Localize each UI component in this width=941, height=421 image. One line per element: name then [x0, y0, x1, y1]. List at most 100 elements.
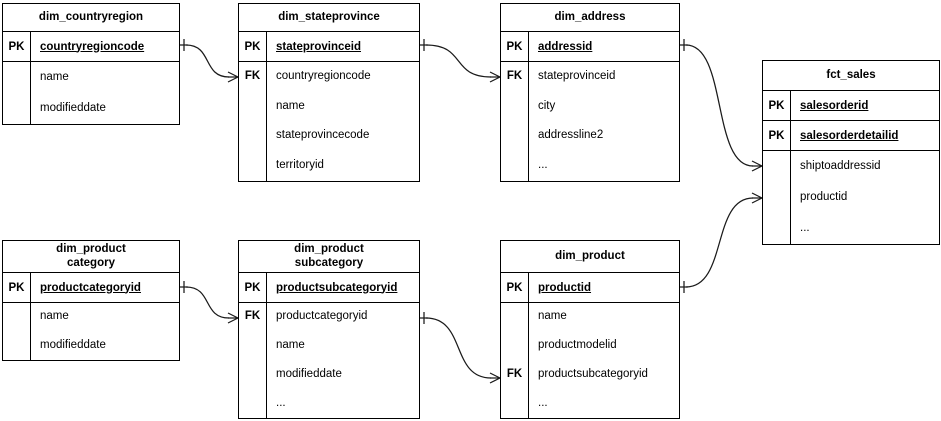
entity-title-line: dim_product — [56, 243, 126, 255]
entity-title-line: dim_product — [294, 243, 364, 255]
attribute-name: salesorderdetailid — [800, 129, 899, 142]
attribute-column: name productmodelid productsubcategoryid..… — [529, 303, 679, 418]
attribute-name: modifieddate — [40, 338, 106, 351]
key-label: PK — [501, 32, 529, 61]
attribute-row-key[interactable]: PK productid — [501, 273, 679, 303]
entity-title-line: category — [67, 256, 115, 269]
attribute-name: productsubcategoryid — [276, 281, 398, 294]
attribute-name: addressline2 — [538, 129, 604, 142]
attribute-name: productid — [800, 190, 848, 203]
attribute-name: shiptoaddressid — [800, 159, 881, 172]
entity-title: dim_address — [501, 4, 679, 32]
attribute-row-key[interactable]: PK productsubcategoryid — [239, 273, 419, 303]
attribute-body-block: shiptoaddressid productid... — [763, 151, 939, 244]
attribute-name: productcategoryid — [40, 281, 141, 294]
key-label: PK — [239, 32, 267, 61]
entity-title-line: dim_countryregion — [38, 10, 144, 23]
attribute-name: addressid — [538, 40, 593, 53]
relationship-countryregion-to-stateprovince — [180, 39, 239, 83]
attribute-name: productsubcategoryid — [538, 367, 648, 380]
relationship-address-to-sales — [680, 39, 763, 172]
attribute-name: salesorderid — [800, 99, 869, 112]
entity-title-line: dim_address — [554, 10, 626, 23]
attribute-column: countryregioncode name stateprovincecode te… — [267, 62, 419, 181]
attribute-name: productmodelid — [538, 339, 617, 352]
attribute-name: city — [538, 99, 556, 112]
attribute-name: ... — [800, 221, 810, 234]
attribute-name: ... — [276, 396, 286, 409]
attribute-name: stateprovinceid — [276, 40, 361, 53]
attribute-name: name — [538, 310, 567, 323]
attribute-row-key[interactable]: PK countryregioncode — [3, 32, 179, 62]
key-label: FK — [244, 69, 261, 82]
key-column — [3, 303, 31, 360]
attribute-name: territoryid — [276, 159, 324, 172]
attribute-column: name modifieddate — [31, 303, 179, 360]
relationship-stateprovince-to-address — [420, 39, 501, 83]
key-label: PK — [239, 273, 267, 302]
key-column — [3, 62, 31, 124]
entity-title-line: dim_stateprovince — [278, 10, 380, 23]
key-column — [763, 151, 791, 244]
attribute-name: stateprovincecode — [276, 129, 370, 142]
attribute-column: shiptoaddressid productid... — [791, 151, 939, 244]
entity-title: dim_countryregion — [3, 4, 179, 32]
key-label: PK — [3, 32, 31, 61]
entity-title-line: dim_product — [555, 249, 625, 262]
key-label: FK — [506, 69, 523, 82]
key-label: FK — [506, 367, 523, 380]
entity-title-line: fct_sales — [826, 68, 876, 81]
relationship-productcategory-to-subcategory — [180, 281, 239, 324]
key-column: FK — [239, 62, 267, 181]
key-column: FK — [501, 303, 529, 418]
key-column: FK — [239, 303, 267, 418]
key-label: PK — [763, 121, 791, 150]
attribute-column: name modifieddate — [31, 62, 179, 124]
attribute-body-block: FK countryregioncode name stateprovincecode… — [239, 62, 419, 181]
relationship-productsubcategory-to-product — [420, 312, 501, 384]
entity-title: dim_product — [501, 241, 679, 273]
attribute-name: productcategoryid — [276, 310, 368, 323]
attribute-body-block: FK stateprovinceid city addressline2... — [501, 62, 679, 181]
attribute-column: stateprovinceid city addressline2... — [529, 62, 679, 181]
attribute-name: name — [40, 70, 69, 83]
attribute-name: ... — [538, 159, 548, 172]
attribute-name: countryregioncode — [276, 69, 371, 82]
attribute-column: productcategoryid name modifieddate... — [267, 303, 419, 418]
attribute-row-key[interactable]: PK salesorderid — [763, 91, 939, 121]
key-column: FK — [501, 62, 529, 181]
entity-title: fct_sales — [763, 61, 939, 91]
attribute-name: productid — [538, 281, 592, 294]
attribute-name: stateprovinceid — [538, 69, 616, 82]
attribute-row-key[interactable]: PK addressid — [501, 32, 679, 62]
attribute-name: ... — [538, 396, 548, 409]
key-label: PK — [501, 273, 529, 302]
key-label: PK — [763, 91, 791, 120]
attribute-name: name — [276, 339, 305, 352]
attribute-name: name — [40, 310, 69, 323]
attribute-name: name — [276, 99, 305, 112]
attribute-body-block: name modifieddate — [3, 303, 179, 360]
key-label: PK — [3, 273, 31, 302]
attribute-row-key[interactable]: PK productcategoryid — [3, 273, 179, 303]
attribute-body-block: FK name productmodelid productsubcategoryid… — [501, 303, 679, 418]
attribute-body-block: name modifieddate — [3, 62, 179, 124]
attribute-row-key[interactable]: PK stateprovinceid — [239, 32, 419, 62]
key-label: FK — [244, 310, 261, 323]
attribute-row-key[interactable]: PK salesorderdetailid — [763, 121, 939, 151]
relationship-product-to-sales — [680, 192, 763, 293]
attribute-name: modifieddate — [276, 367, 342, 380]
attribute-name: countryregioncode — [40, 40, 145, 53]
entity-title: dim_stateprovince — [239, 4, 419, 32]
attribute-name: modifieddate — [40, 101, 106, 114]
